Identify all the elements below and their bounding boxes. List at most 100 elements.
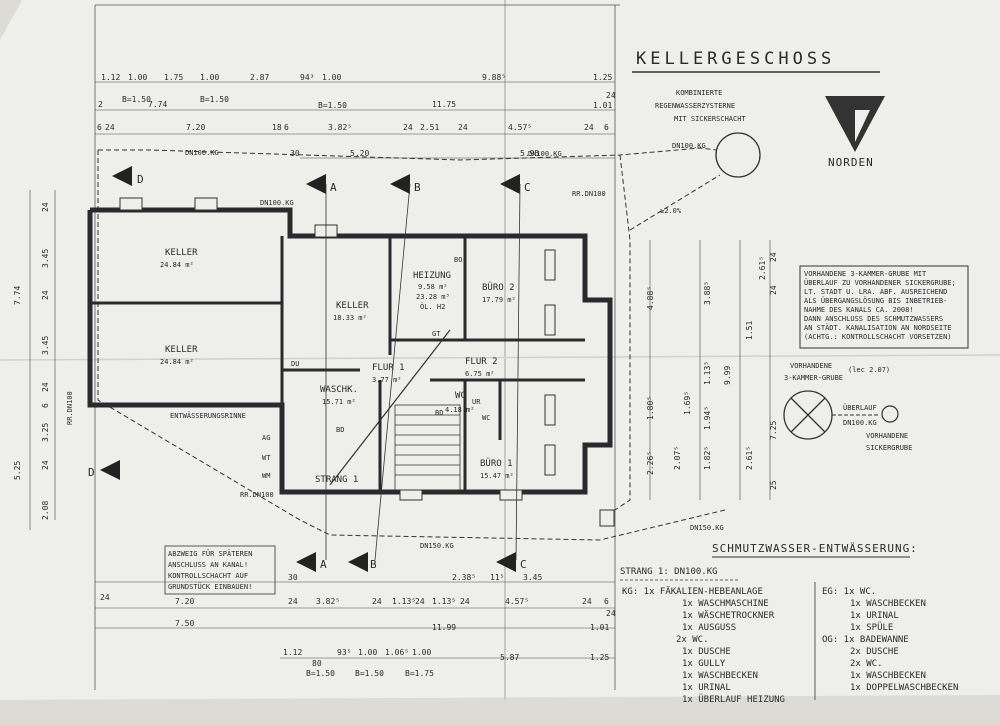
cistern-circle-icon bbox=[715, 132, 761, 178]
fixture-code: RR.DN100 bbox=[240, 491, 274, 499]
svg-text:C: C bbox=[524, 181, 532, 194]
pipe-label: DN150.KG bbox=[690, 524, 724, 532]
dim-bottom: 11.99 bbox=[432, 623, 456, 632]
dim-top: 24 bbox=[458, 123, 468, 132]
dim-top: 4.57⁵ bbox=[508, 123, 532, 132]
svg-text:C: C bbox=[520, 558, 528, 571]
dim-top: 1.25 bbox=[593, 73, 612, 82]
room-name: HEIZUNG bbox=[413, 271, 451, 281]
dim-bottom: 3.82⁵ bbox=[316, 597, 340, 606]
sewage-title: SCHMUTZWASSER-ENTWÄSSERUNG: bbox=[712, 542, 918, 555]
dim-right: 4.88⁵ bbox=[646, 286, 655, 310]
dim-right: 1.80⁵ bbox=[646, 396, 655, 420]
dim-top: 24 bbox=[403, 123, 413, 132]
sewage-og-item: OG: 1x BADEWANNE bbox=[822, 635, 909, 645]
dim-top: 5.20 bbox=[350, 149, 369, 158]
existing-tank-note: LT. STADT U. LRA. ABF. AUSREICHEND bbox=[804, 288, 947, 296]
room-volume: 23.28 m³ bbox=[416, 293, 450, 301]
dim-bottom: 24 bbox=[460, 597, 470, 606]
room-name: FLUR 2 bbox=[465, 357, 498, 367]
connection-note: KONTROLLSCHACHT AUF bbox=[168, 572, 248, 580]
cistern-note-line2: REGENWASSERZYSTERNE bbox=[655, 102, 735, 110]
dim-right: 9.99 bbox=[723, 366, 732, 385]
pipe-label: DN100.KG bbox=[528, 150, 562, 158]
dim-top: 1.00 bbox=[128, 73, 147, 82]
sewage-kg-item: 1x DUSCHE bbox=[682, 647, 731, 657]
sewage-kg-item: 1x URINAL bbox=[682, 683, 731, 693]
sewage-og-item: 1x DOPPELWASCHBECKEN bbox=[850, 683, 958, 693]
dim-left: 2.08 bbox=[41, 501, 50, 520]
fixture-code: BD bbox=[435, 409, 443, 417]
dim-left: 3.25 bbox=[41, 423, 50, 442]
dim-top: 6 bbox=[284, 123, 289, 132]
svg-text:A: A bbox=[320, 558, 328, 571]
pipe-label: DN150.KG bbox=[420, 542, 454, 550]
dim-right: 1.82⁵ bbox=[703, 446, 712, 470]
dim-right: 25 bbox=[769, 480, 778, 490]
dim-right: 2.61⁵ bbox=[758, 256, 767, 280]
dim-top: 2.51 bbox=[420, 123, 439, 132]
dim-bottom: 11⁵ bbox=[490, 573, 504, 582]
dim-left: 5.25 bbox=[13, 461, 22, 480]
room-area: 24.84 m² bbox=[160, 358, 194, 366]
dim-right: 1.13⁵ bbox=[703, 361, 712, 385]
handwritten-note: (lec 2.07) bbox=[848, 366, 890, 374]
room-name: WASCHK. bbox=[320, 385, 358, 395]
dim-right: 2.07⁵ bbox=[673, 446, 682, 470]
dim-bottom: 1.13⁵ bbox=[392, 597, 416, 606]
room-name: FLUR 1 bbox=[372, 363, 405, 373]
dim-bottom: B=1.50 bbox=[306, 669, 335, 678]
svg-text:B: B bbox=[370, 558, 378, 571]
dim-right: 3.88⁵ bbox=[703, 281, 712, 305]
connection-note-box bbox=[164, 545, 276, 595]
room-area: 15.47 m² bbox=[480, 472, 514, 480]
window-marks bbox=[119, 197, 615, 527]
section-marker-d-top: D bbox=[112, 166, 144, 186]
dim-top: 7.74 bbox=[148, 100, 167, 109]
room-name: KELLER bbox=[336, 301, 369, 311]
dim-top: 1.75 bbox=[164, 73, 183, 82]
svg-text:D: D bbox=[88, 466, 96, 479]
pipe-label: DN100.KG bbox=[260, 199, 294, 207]
sewage-kg-item: 1x WASCHMASCHINE bbox=[682, 599, 769, 609]
sewage-og-item: 2x DUSCHE bbox=[850, 647, 899, 657]
dim-top: 7.20 bbox=[186, 123, 205, 132]
dim-right: 2.61⁵ bbox=[745, 446, 754, 470]
room-name: WC bbox=[455, 391, 466, 401]
dim-bottom: B=1.50 bbox=[355, 669, 384, 678]
dim-right: 1.69⁵ bbox=[683, 391, 692, 415]
room-name: KELLER bbox=[165, 248, 198, 258]
pipe-label: DN100.KG bbox=[672, 142, 706, 150]
dim-bottom: 2.38⁵ bbox=[452, 573, 476, 582]
north-arrow-icon: NORDEN bbox=[825, 96, 885, 169]
pipe-to-cistern bbox=[629, 174, 721, 231]
dim-left: 24 bbox=[41, 382, 50, 392]
room-area: 24.84 m² bbox=[160, 261, 194, 269]
dim-bottom: 7.50 bbox=[175, 619, 194, 628]
dim-top: 3.82⁵ bbox=[328, 123, 352, 132]
fixture-code: AG bbox=[262, 434, 270, 442]
section-marker-c-top: C bbox=[500, 174, 532, 194]
dim-left: 7.74 bbox=[13, 286, 22, 305]
section-marker-c-bottom: C bbox=[496, 552, 528, 572]
fixture-code: UR bbox=[472, 398, 481, 406]
sewage-kg-item: 1x GULLY bbox=[682, 659, 726, 669]
dim-right: 2.26⁵ bbox=[646, 451, 655, 475]
sewage-eg-item: EG: 1x WC. bbox=[822, 587, 876, 597]
dim-bottom: 1.06⁵ bbox=[385, 648, 409, 657]
cistern-note-line1: KOMBINIERTE bbox=[676, 89, 722, 97]
dim-top: 24 bbox=[584, 123, 594, 132]
dim-top: 6 bbox=[97, 123, 102, 132]
dim-right: 24 bbox=[769, 285, 778, 295]
dim-bottom: 24 bbox=[415, 597, 425, 606]
tank-label-1: VORHANDENE bbox=[790, 362, 832, 370]
connection-note: ABZWEIG FÜR SPÄTEREN bbox=[168, 549, 252, 558]
cistern-note-line3: MIT SICKERSCHACHT bbox=[674, 115, 746, 123]
dim-bottom: 1.01 bbox=[590, 623, 609, 632]
sewage-eg-item: 1x URINAL bbox=[850, 611, 899, 621]
sewage-eg-item: 1x SPÜLE bbox=[850, 622, 893, 633]
pipe-label: DN100.KG bbox=[185, 149, 219, 157]
dim-top: 5.95 bbox=[520, 149, 539, 158]
sewage-og-item: 2x WC. bbox=[850, 659, 883, 669]
